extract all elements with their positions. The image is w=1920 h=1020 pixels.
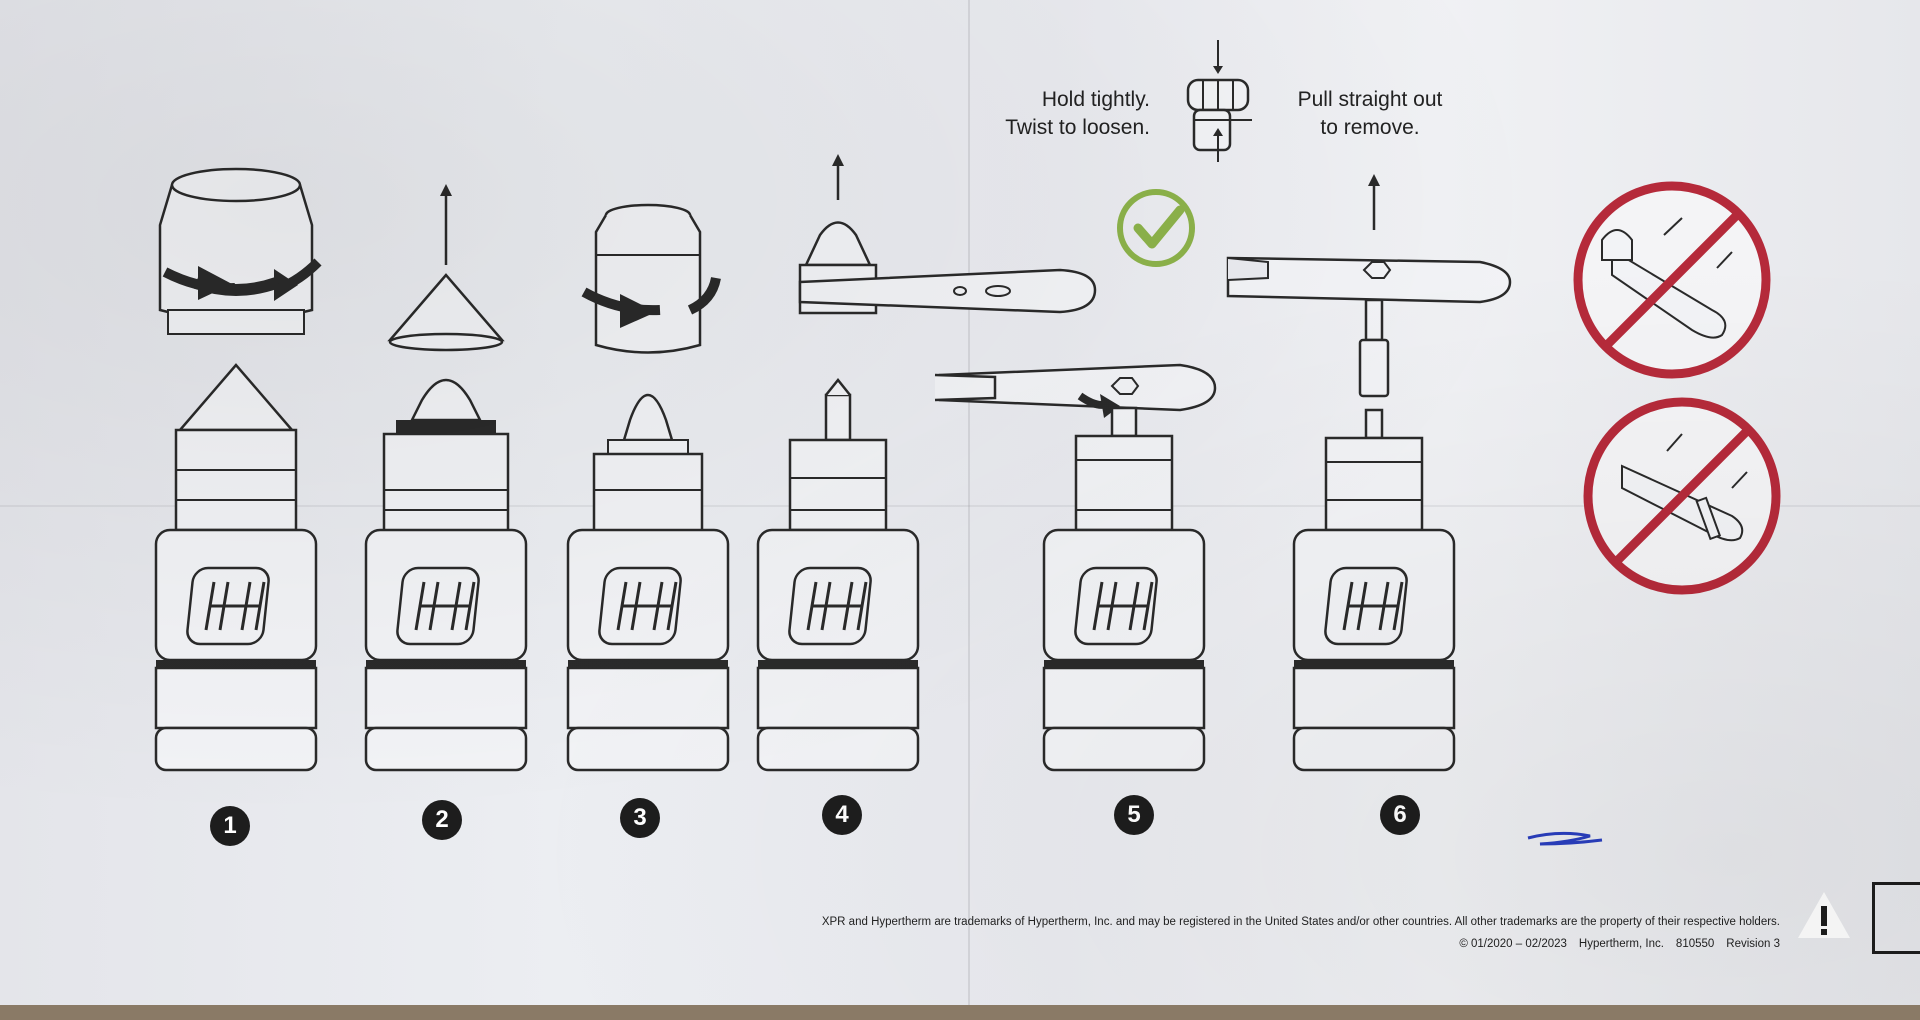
step4-illustration xyxy=(756,154,1097,772)
instruction-line: Pull straight out xyxy=(1297,88,1443,111)
company-name: Hypertherm, Inc. xyxy=(1578,938,1664,950)
part-number: 810550 xyxy=(1675,938,1715,950)
manual-book-icon xyxy=(1872,882,1920,954)
step5-illustration xyxy=(934,363,1217,772)
step-number-6: 6 xyxy=(1380,795,1420,835)
step-number-3: 3 xyxy=(620,798,660,838)
trademark-notice: XPR and Hypertherm are trademarks of Hyp… xyxy=(821,916,1780,928)
prohibited-icon xyxy=(1573,181,1771,379)
instruction-line: to remove. xyxy=(1320,116,1420,139)
copyright-dates: © 01/2020 – 02/2023 xyxy=(1459,938,1567,950)
step3-illustration xyxy=(566,203,730,772)
step-number-2: 2 xyxy=(422,800,462,840)
step-number-5: 5 xyxy=(1114,795,1154,835)
pen-mark xyxy=(1527,831,1603,846)
step-number-4: 4 xyxy=(822,795,862,835)
step6-illustration xyxy=(1226,174,1512,772)
instruction-line: Twist to loosen. xyxy=(1005,116,1150,139)
warning-icon xyxy=(1798,892,1850,938)
step2-illustration xyxy=(364,184,528,772)
green-check-icon xyxy=(1117,189,1195,267)
hand-grip-icon xyxy=(1186,40,1252,162)
copyright-line: © 01/2020 – 02/2023 Hypertherm, Inc. 81055… xyxy=(1447,938,1780,950)
instruction-line: Hold tightly. xyxy=(1041,88,1150,111)
instruction-pull: Pull straight out to remove. xyxy=(1280,86,1460,142)
instruction-hold: Hold tightly. Twist to loosen. xyxy=(975,86,1150,142)
step1-illustration xyxy=(154,167,322,772)
prohibited-icon xyxy=(1583,397,1781,595)
step-number-1: 1 xyxy=(210,806,250,846)
fold-line-vertical xyxy=(968,0,970,1005)
fold-line-horizontal xyxy=(0,505,1920,507)
revision: Revision 3 xyxy=(1726,938,1780,950)
